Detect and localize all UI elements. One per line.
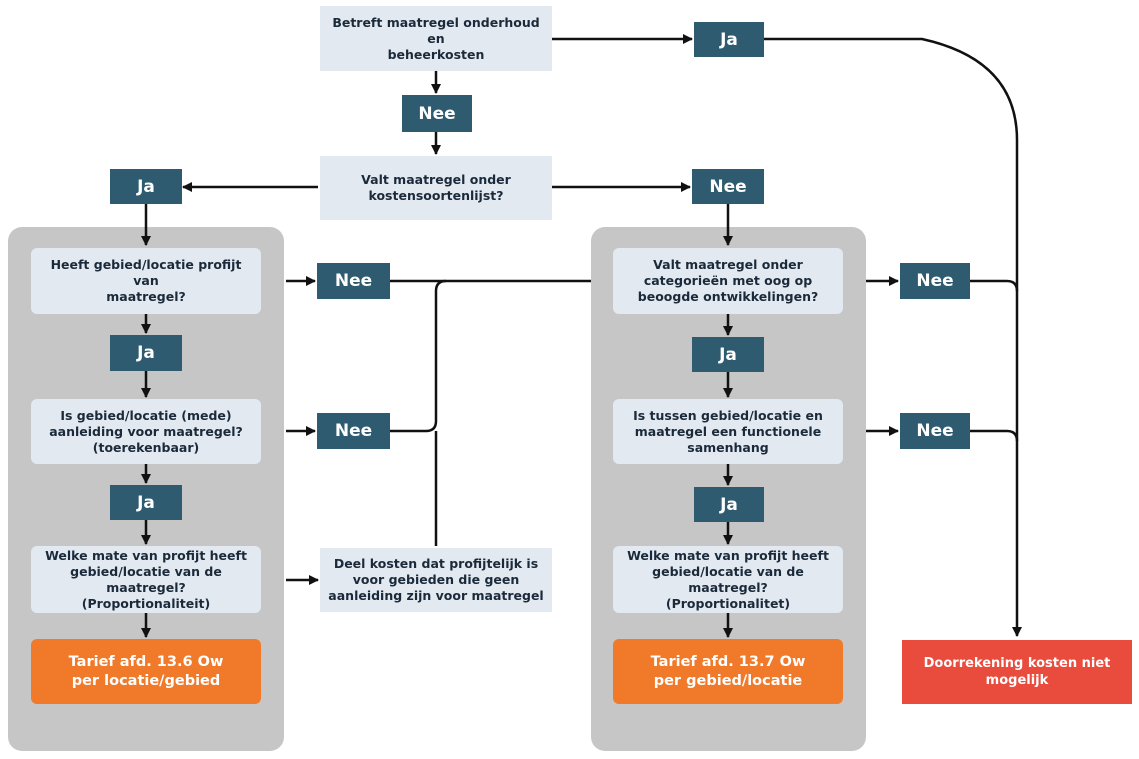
- question-maintenance-costs: Betreft maatregel onderhoud en beheerkos…: [320, 6, 552, 71]
- partial-costs-box: Deel kosten dat profijtelijk is voor geb…: [320, 548, 552, 612]
- question-cost-type-list: Valt maatregel onder kostensoortenlijst?: [320, 156, 552, 220]
- left-question-proportionality: Welke mate van profijt heeft gebied/loca…: [31, 546, 261, 613]
- result-no-cost-recovery: Doorrekening kosten niet mogelijk: [902, 640, 1132, 704]
- tag-left-q1-yes: Ja: [110, 335, 182, 371]
- tag-top-no: Nee: [402, 95, 472, 132]
- result-tariff-13-7: Tarief afd. 13.7 Ow per gebied/locatie: [613, 639, 843, 704]
- right-question-functional-link: Is tussen gebied/locatie en maatregel ee…: [613, 399, 843, 464]
- left-question-cause: Is gebied/locatie (mede) aanleiding voor…: [31, 399, 261, 464]
- tag-second-no: Nee: [692, 169, 764, 204]
- result-tariff-13-6: Tarief afd. 13.6 Ow per locatie/gebied: [31, 639, 261, 704]
- tag-left-q1-no: Nee: [317, 263, 390, 299]
- right-question-proportionality: Welke mate van profijt heeft gebied/loca…: [613, 546, 843, 613]
- tag-right-q1-no: Nee: [900, 263, 970, 299]
- tag-second-yes: Ja: [110, 169, 182, 204]
- arrow-ja-to-final: [764, 37, 1022, 637]
- tag-right-q1-yes: Ja: [692, 337, 764, 372]
- tag-top-yes: Ja: [694, 22, 764, 57]
- left-question-benefit: Heeft gebied/locatie profijt van maatreg…: [31, 248, 261, 314]
- tag-right-q2-no: Nee: [900, 413, 970, 449]
- right-question-categories: Valt maatregel onder categorieën met oog…: [613, 248, 843, 314]
- tag-left-q2-no: Nee: [317, 413, 390, 449]
- tag-right-q2-yes: Ja: [694, 487, 764, 522]
- tag-left-q2-yes: Ja: [110, 485, 182, 520]
